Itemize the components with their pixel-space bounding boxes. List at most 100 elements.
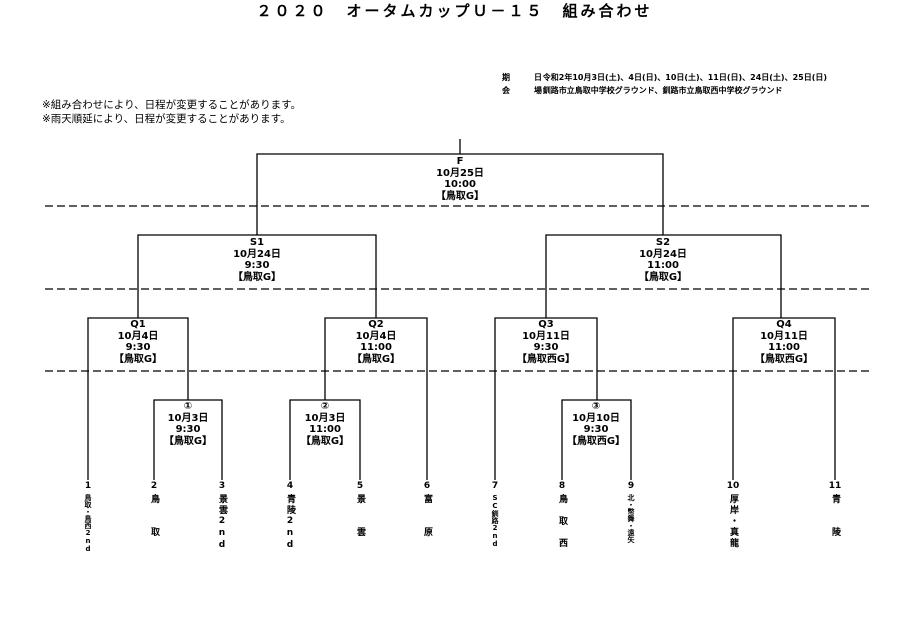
date-row: 期 日 令和2年10月3日(土)、4日(日)、10日(土)、11日(日)、24日… (502, 72, 827, 83)
match-date: 10月3日 (167, 412, 209, 424)
match-name: F (456, 156, 464, 167)
team-10: 10 厚岸・真龍 (725, 481, 741, 549)
match-date: 10月11日 (522, 330, 570, 342)
q3-connector (494, 317, 598, 480)
team-6: 6 富 原 (419, 481, 435, 538)
match-time: 9:30 (125, 342, 151, 353)
match-name: ③ (591, 401, 601, 412)
team-9: 9 北・幣舞・遠矢 (623, 481, 639, 543)
team-11: 11 青 陵 (827, 481, 843, 538)
team-seed: 6 (423, 481, 431, 491)
page-title: ２０２０ オータムカップＵ－１５ 組み合わせ (256, 2, 653, 20)
match-venue: 【鳥取西G】 (516, 353, 576, 365)
team-seed: 8 (558, 481, 566, 491)
r3-connector (561, 399, 632, 480)
match-date: 10月24日 (639, 248, 687, 260)
team-2: 2 鳥 取 (146, 481, 162, 538)
note-rain-delay: ※雨天順延により、日程が変更することがあります。 (42, 113, 291, 125)
s1-connector (137, 234, 377, 318)
match-name: S2 (655, 237, 671, 248)
team-seed: 4 (286, 481, 294, 491)
match-venue: 【鳥取西G】 (754, 353, 814, 365)
team-name: 北・幣舞・遠矢 (627, 494, 635, 543)
match-time: 11:00 (768, 342, 800, 353)
r2-connector (289, 399, 361, 480)
match-date: 10月25日 (436, 167, 484, 179)
match-q3: Q3 10月11日 9:30 【鳥取西G】 (491, 319, 601, 365)
r1-connector (153, 399, 223, 480)
match-time: 9:30 (175, 424, 201, 435)
team-seed: 2 (150, 481, 158, 491)
match-r1: ① 10月3日 9:30 【鳥取G】 (133, 401, 243, 447)
date-label: 期 日 (502, 73, 550, 82)
match-venue: 【鳥取G】 (300, 435, 350, 447)
match-venue: 【鳥取西G】 (566, 435, 626, 447)
team-seed: 3 (218, 481, 226, 491)
match-s1: S1 10月24日 9:30 【鳥取G】 (202, 237, 312, 283)
match-venue: 【鳥取G】 (435, 190, 485, 202)
match-date: 10月3日 (304, 412, 346, 424)
team-name: 景 雲 (355, 494, 365, 538)
final-connector (256, 153, 664, 235)
venue-row: 会 場 釧路市立鳥取中学校グラウンド、釧路市立鳥取西中学校グラウンド (502, 85, 782, 96)
match-venue: 【鳥取G】 (232, 271, 282, 283)
team-8: 8 鳥 取 西 (554, 481, 570, 549)
team-seed: 5 (356, 481, 364, 491)
team-name: 鳥取・鳥西2nd (84, 494, 92, 553)
match-date: 10月4日 (117, 330, 159, 342)
match-time: 11:00 (647, 260, 679, 271)
match-name: S1 (249, 237, 265, 248)
match-venue: 【鳥取G】 (351, 353, 401, 365)
match-q2: Q2 10月4日 11:00 【鳥取G】 (321, 319, 431, 365)
match-name: ② (320, 401, 330, 412)
team-seed: 10 (726, 481, 740, 491)
match-venue: 【鳥取G】 (163, 435, 213, 447)
match-q4: Q4 10月11日 11:00 【鳥取西G】 (729, 319, 839, 365)
match-venue: 【鳥取G】 (113, 353, 163, 365)
team-seed: 7 (491, 481, 499, 491)
team-seed: 9 (627, 481, 635, 491)
q1-connector (87, 317, 189, 480)
match-r2: ② 10月3日 11:00 【鳥取G】 (270, 401, 380, 447)
team-5: 5 景 雲 (352, 481, 368, 538)
s2-connector (545, 234, 782, 318)
team-name: 厚岸・真龍 (728, 494, 738, 549)
match-final: F 10月25日 10:00 【鳥取G】 (405, 156, 515, 202)
match-name: ① (183, 401, 193, 412)
team-3: 3 景雲2nd (214, 481, 230, 552)
match-s2: S2 10月24日 11:00 【鳥取G】 (608, 237, 718, 283)
match-name: Q4 (776, 319, 792, 330)
match-time: 11:00 (360, 342, 392, 353)
team-1: 1 鳥取・鳥西2nd (80, 481, 96, 553)
note-schedule-change: ※組み合わせにより、日程が変更することがあります。 (42, 99, 302, 111)
match-time: 11:00 (309, 424, 341, 435)
team-name: 鳥 取 (149, 494, 159, 538)
team-name: 青陵2nd (285, 494, 295, 552)
team-name: SC釧路2nd (491, 494, 499, 548)
q2-connector (324, 317, 428, 480)
team-seed: 1 (84, 481, 92, 491)
q4-connector (732, 317, 836, 480)
venue-label: 会 場 (502, 86, 550, 95)
venue-value: 釧路市立鳥取中学校グラウンド、釧路市立鳥取西中学校グラウンド (542, 86, 783, 95)
match-time: 10:00 (444, 179, 476, 190)
match-date: 10月10日 (572, 412, 620, 424)
match-time: 9:30 (533, 342, 559, 353)
match-r3: ③ 10月10日 9:30 【鳥取西G】 (541, 401, 651, 447)
match-q1: Q1 10月4日 9:30 【鳥取G】 (83, 319, 193, 365)
match-name: Q1 (130, 319, 146, 330)
match-name: Q3 (538, 319, 554, 330)
match-date: 10月4日 (355, 330, 397, 342)
match-time: 9:30 (583, 424, 609, 435)
match-time: 9:30 (244, 260, 270, 271)
match-date: 10月24日 (233, 248, 281, 260)
date-value: 令和2年10月3日(土)、4日(日)、10日(土)、11日(日)、24日(土)、… (542, 73, 828, 82)
match-date: 10月11日 (760, 330, 808, 342)
team-name: 鳥 取 西 (557, 494, 567, 549)
team-name: 青 陵 (830, 494, 840, 538)
team-4: 4 青陵2nd (282, 481, 298, 552)
match-name: Q2 (368, 319, 384, 330)
team-name: 富 原 (422, 494, 432, 538)
team-name: 景雲2nd (217, 494, 227, 552)
